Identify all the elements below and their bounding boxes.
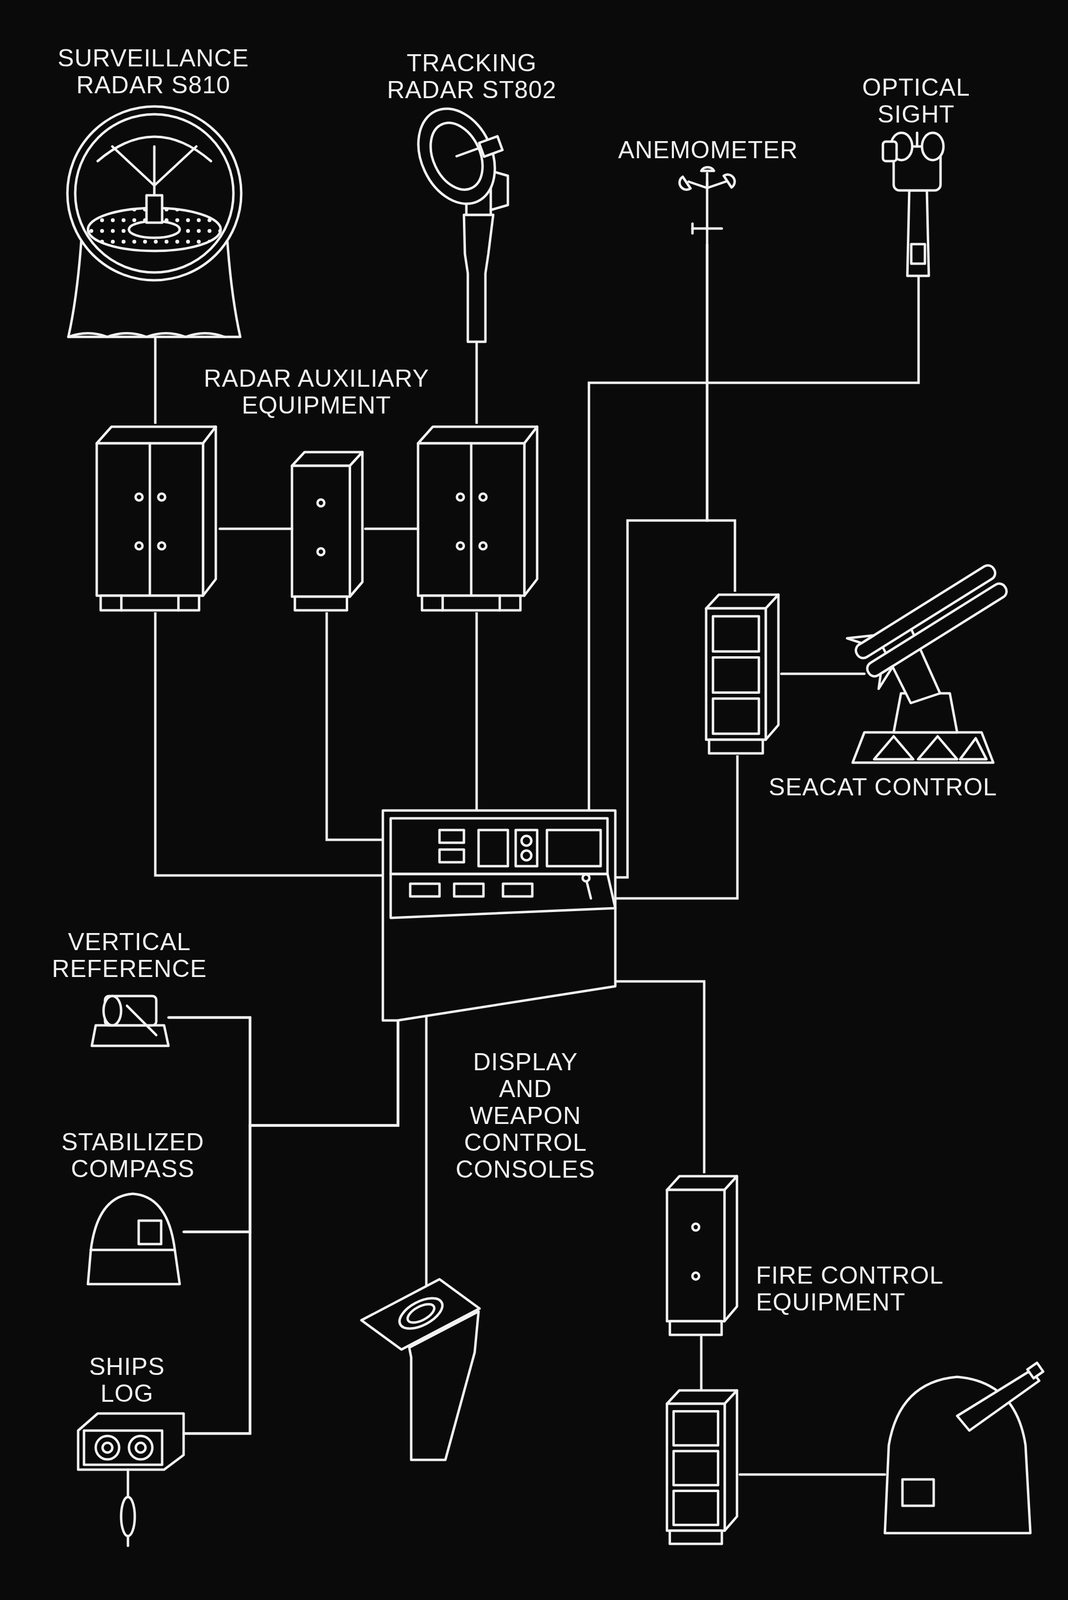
equipment-label: FIRE CONTROL EQUIPMENT: [755, 1262, 962, 1317]
connector-line: [615, 981, 705, 1174]
connector-line: [326, 612, 383, 840]
equipment-label: ANEMOMETER: [618, 136, 798, 164]
equipment-node: FIRE CONTROL EQUIPMENT: [663, 1173, 1047, 1547]
equipment-node: VERTICAL REFERENCE: [91, 989, 169, 1047]
equipment-label: VERTICAL REFERENCE: [46, 928, 213, 983]
connector-line: [155, 336, 156, 424]
equipment-label: SURVEILLANCE RADAR S810: [50, 44, 256, 99]
equipment-node: RADAR AUXILIARY EQUIPMENT: [91, 423, 542, 613]
equipment-node: SURVEILLANCE RADAR S810: [63, 102, 246, 337]
equipment-label: STABILIZED COMPASS: [52, 1129, 214, 1183]
connector-line: [707, 244, 735, 592]
equipment-label: RADAR AUXILIARY EQUIPMENT: [189, 365, 444, 419]
equipment-label: DISPLAY AND WEAPON CONTROL CONSOLES: [447, 1048, 604, 1184]
connector-line: [155, 612, 383, 876]
equipment-node: SEACAT CONTROL: [702, 591, 997, 756]
connector-line: [588, 275, 919, 811]
equipment-node: ANEMOMETER: [681, 168, 735, 245]
equipment-label: SEACAT CONTROL: [768, 774, 998, 801]
equipment-label: TRACKING RADAR ST802: [383, 49, 560, 104]
connector-line: [615, 755, 738, 899]
connector-line: [476, 612, 478, 811]
equipment-node: SHIPS LOG: [76, 1413, 184, 1547]
connector-line: [183, 1020, 398, 1434]
equipment-node: DISPLAY AND WEAPON CONTROL CONSOLES: [382, 810, 616, 1021]
connector-line: [168, 1017, 398, 1126]
equipment-node: OPTICAL SIGHT: [881, 132, 950, 276]
equipment-node: TRACKING RADAR ST802: [415, 108, 538, 342]
equipment-label: SHIPS LOG: [78, 1353, 176, 1408]
connector-line: [476, 341, 478, 424]
connector-line: [615, 244, 708, 878]
equipment-node: STABILIZED COMPASS: [81, 1193, 184, 1286]
equipment-label: OPTICAL SIGHT: [852, 74, 980, 128]
